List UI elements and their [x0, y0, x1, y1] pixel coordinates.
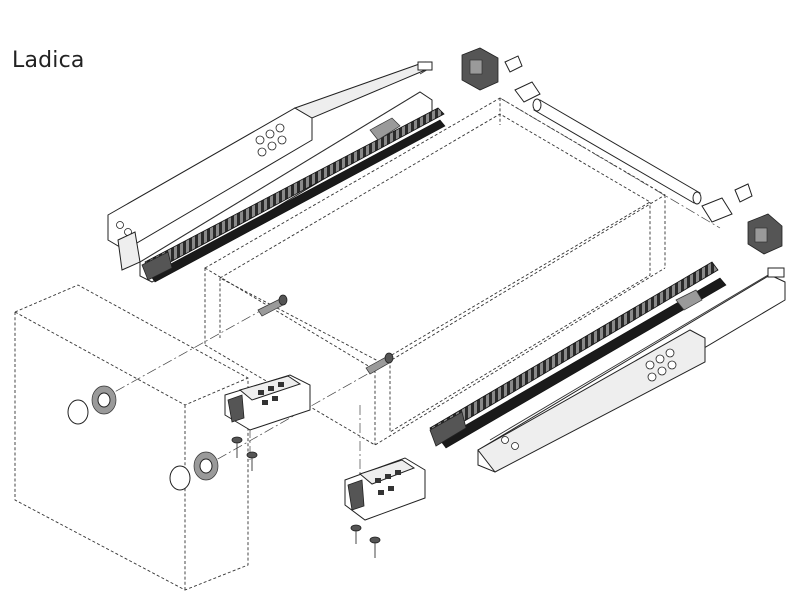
right-runner-rail	[477, 267, 786, 473]
front-dowel-lower	[169, 451, 219, 491]
front-panel-outline	[14, 284, 249, 591]
drawer-screw-right	[365, 352, 394, 375]
front-dowel-upper	[67, 385, 117, 425]
locking-device-right	[344, 457, 426, 521]
locking-device-left	[224, 374, 311, 431]
fixing-screws	[231, 436, 381, 558]
drawer-box-outline	[204, 97, 666, 446]
diagram-title: Ladica	[12, 48, 85, 73]
rod-connector-right	[701, 183, 783, 255]
stabilizer-rod	[532, 98, 702, 205]
left-gear-rack	[141, 107, 446, 283]
right-gear-rack	[429, 261, 727, 449]
drawer-screw-left	[257, 294, 288, 317]
rod-connector-left	[461, 47, 541, 103]
